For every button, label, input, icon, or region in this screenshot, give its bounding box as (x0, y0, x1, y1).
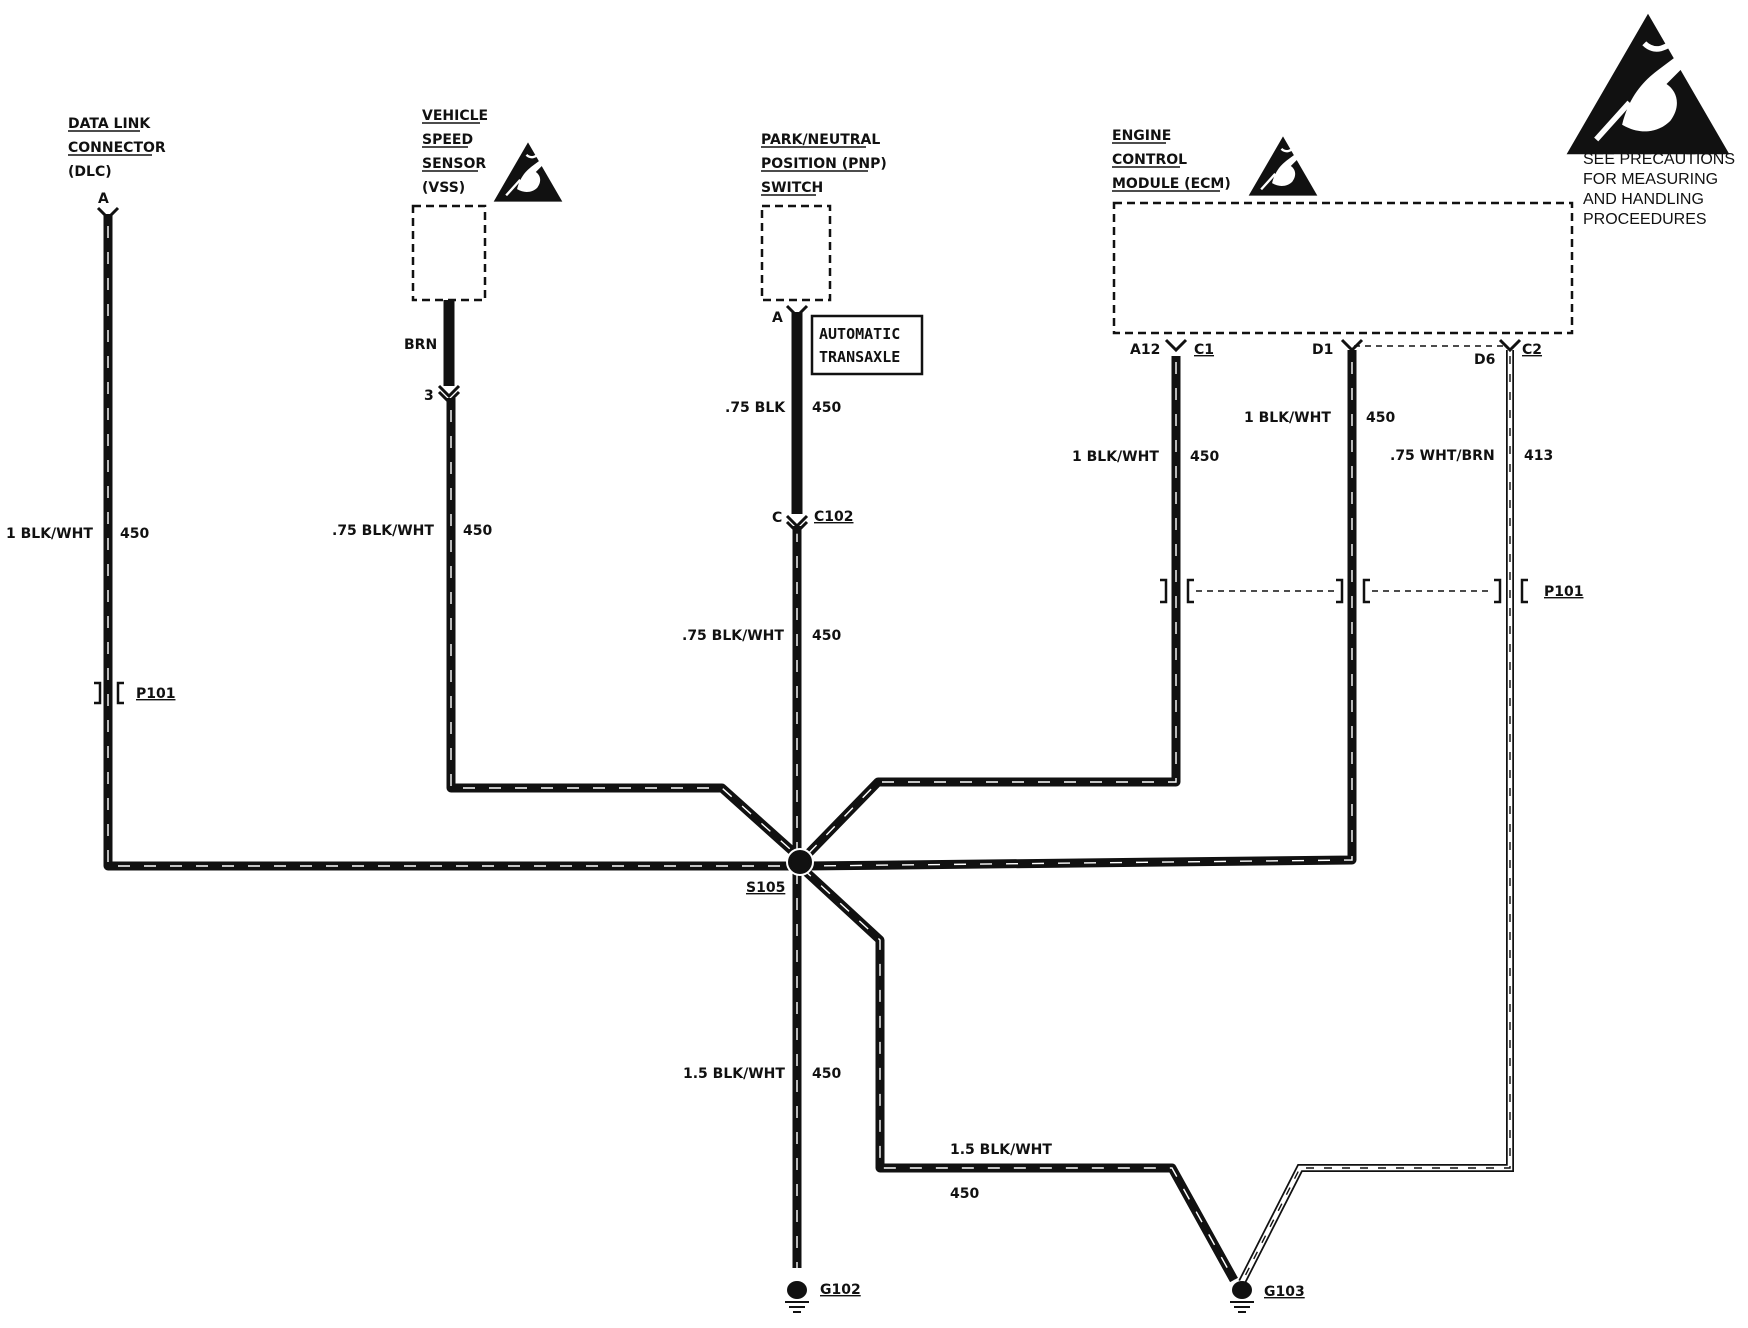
wire-dlc (103, 214, 800, 871)
ecm-component-box (1112, 201, 1574, 335)
ground-g103-icon (1229, 1280, 1255, 1313)
precaution-esd-warning-icon (1567, 14, 1730, 155)
wire-g103 (798, 864, 1238, 1283)
transaxle-line1: AUTOMATIC (819, 325, 900, 343)
g102-wire-size-color: 1.5 BLK/WHT (683, 1066, 785, 1082)
dlc-title-line1: DATA LINK (68, 116, 151, 132)
precaution-line2: FOR MEASURING (1583, 171, 1718, 188)
vss-component-box (411, 204, 487, 302)
ecm-esd-warning-icon (1247, 135, 1319, 197)
vss-esd-warning-icon (492, 141, 564, 203)
ecm-title-line1: ENGINE (1112, 128, 1171, 144)
wire-ecm-d6 (1238, 350, 1514, 1284)
pnp-component-box (760, 204, 832, 302)
vss-title-line1: VEHICLE (422, 108, 488, 124)
ecm-pin-d1: D1 (1312, 342, 1333, 358)
vss-header: VEHICLE SPEED SENSOR (VSS) (422, 108, 488, 196)
ecm-d6-wire-circuit: 413 (1524, 448, 1553, 464)
c102-connector-label: C102 (814, 509, 854, 525)
g102-wire-circuit: 450 (812, 1066, 841, 1082)
ecm-d1-wire-size-color: 1 BLK/WHT (1244, 410, 1331, 426)
splice-s105-label: S105 (746, 880, 785, 896)
vss-wire-color: BRN (404, 337, 437, 353)
wire-vss (443, 300, 804, 862)
vss-title-line3: SENSOR (422, 156, 486, 172)
pnp-upper-wire-circuit: 450 (812, 400, 841, 416)
g103-wire-circuit: 450 (950, 1186, 979, 1202)
ecm-d1-wire-circuit: 450 (1366, 410, 1395, 426)
vss-title-line4: (VSS) (422, 180, 465, 196)
precaution-line3: AND HANDLING (1583, 191, 1704, 208)
dlc-title-line2: CONNECTOR (68, 140, 166, 156)
terminal-chevrons (96, 206, 1522, 535)
vss-title-line2: SPEED (422, 132, 473, 148)
ecm-a12-wire-size-color: 1 BLK/WHT (1072, 449, 1159, 465)
ecm-connector-c1: C1 (1194, 342, 1214, 358)
precaution-line1: SEE PRECAUTIONS (1583, 151, 1735, 168)
wire-ecm-a12 (800, 356, 1181, 862)
ecm-pin-d6: D6 (1474, 352, 1495, 368)
pnp-header: PARK/NEUTRAL POSITION (PNP) SWITCH (761, 132, 887, 196)
ecm-pin-a12: A12 (1130, 342, 1160, 358)
p101-left-label: P101 (136, 686, 175, 702)
transaxle-line2: TRANSAXLE (819, 348, 900, 366)
vss-pin-label: 3 (424, 388, 434, 404)
ecm-title-line3: MODULE (ECM) (1112, 176, 1231, 192)
g103-wire-size-color: 1.5 BLK/WHT (950, 1142, 1052, 1158)
splice-center (791, 853, 809, 871)
g103-label: G103 (1264, 1284, 1305, 1300)
ecm-connector-c2: C2 (1522, 342, 1542, 358)
pnp-upper-wire-size-color: .75 BLK (725, 400, 786, 416)
ecm-a12-wire-circuit: 450 (1190, 449, 1219, 465)
dlc-title-line3: (DLC) (68, 164, 112, 180)
precaution-line4: PROCEEDURES (1583, 211, 1707, 228)
pnp-title-line1: PARK/NEUTRAL (761, 132, 880, 148)
c102-pin-label: C (772, 510, 782, 526)
dlc-wire-size-color: 1 BLK/WHT (6, 526, 93, 542)
pnp-title-line2: POSITION (PNP) (761, 156, 887, 172)
precaution-note: SEE PRECAUTIONS FOR MEASURING AND HANDLI… (1583, 151, 1735, 228)
pnp-title-line3: SWITCH (761, 180, 823, 196)
wire-ecm-d1 (805, 350, 1357, 871)
dlc-pin-label: A (98, 191, 109, 207)
automatic-transaxle-box: AUTOMATIC TRANSAXLE (810, 314, 924, 376)
ecm-title-line2: CONTROL (1112, 152, 1187, 168)
p101-left-connector (94, 681, 124, 705)
dlc-wire-circuit: 450 (120, 526, 149, 542)
ground-g102-icon (784, 1280, 810, 1313)
dlc-header: DATA LINK CONNECTOR (DLC) A (68, 116, 166, 207)
p101-right-connector (1160, 578, 1528, 604)
vss-wire-size-color: .75 BLK/WHT (332, 523, 434, 539)
pnp-pin-label: A (772, 310, 783, 326)
ecm-header: ENGINE CONTROL MODULE (ECM) (1112, 128, 1231, 192)
ecm-d6-wire-size-color: .75 WHT/BRN (1390, 448, 1495, 464)
vss-wire-circuit: 450 (463, 523, 492, 539)
pnp-lower-wire-size-color: .75 BLK/WHT (682, 628, 784, 644)
p101-right-label: P101 (1544, 584, 1583, 600)
pnp-lower-wire-circuit: 450 (812, 628, 841, 644)
g102-label: G102 (820, 1282, 861, 1298)
